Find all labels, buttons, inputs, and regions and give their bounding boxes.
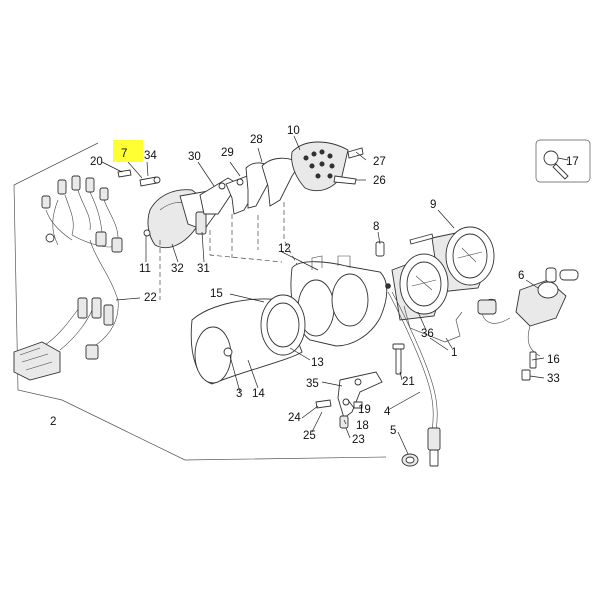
callout-11[interactable]: 11: [139, 263, 151, 275]
callout-19[interactable]: 19: [358, 404, 371, 416]
callout-23[interactable]: 23: [352, 434, 365, 446]
callout-18[interactable]: 18: [356, 420, 369, 432]
callout-28[interactable]: 28: [250, 134, 263, 146]
lower-bracket: [315, 371, 383, 429]
callout-25[interactable]: 25: [303, 430, 316, 442]
instrument-brackets: [199, 141, 364, 215]
callout-30[interactable]: 30: [188, 151, 201, 163]
callout-7[interactable]: 7: [121, 148, 127, 160]
callout-3[interactable]: 3: [236, 388, 242, 400]
callout-20[interactable]: 20: [90, 156, 103, 168]
light-switch-bracket: [143, 189, 223, 249]
instrument-panel: [290, 255, 388, 347]
callout-14[interactable]: 14: [252, 388, 265, 400]
ignition-switch: [477, 267, 579, 381]
callout-22[interactable]: 22: [144, 292, 157, 304]
highlight-7: [113, 140, 143, 162]
screw-34: [139, 176, 161, 187]
speedometer-cable: [387, 291, 441, 467]
callout-16[interactable]: 16: [547, 354, 560, 366]
callout-29[interactable]: 29: [221, 147, 234, 159]
assembly-guide-lines: [209, 202, 301, 271]
callout-32[interactable]: 32: [171, 263, 184, 275]
bolt-21: [392, 343, 405, 375]
callout-2[interactable]: 2: [50, 416, 56, 428]
callout-17[interactable]: 17: [566, 156, 579, 168]
wiring-harness: [13, 175, 123, 381]
leader-lines: [101, 135, 569, 455]
screw-8: [375, 241, 385, 257]
cable-grommet: [401, 453, 419, 467]
callout-8[interactable]: 8: [373, 221, 379, 233]
callout-26[interactable]: 26: [373, 175, 386, 187]
callout-9[interactable]: 9: [430, 199, 436, 211]
callout-6[interactable]: 6: [518, 270, 524, 282]
callout-13[interactable]: 13: [311, 357, 324, 369]
callout-24[interactable]: 24: [288, 412, 301, 424]
ignition-key-box: [535, 139, 591, 183]
callout-34[interactable]: 34: [144, 150, 157, 162]
gauge-cup-housing: [190, 294, 306, 385]
callout-36[interactable]: 36: [421, 328, 434, 340]
callout-27[interactable]: 27: [373, 156, 386, 168]
callout-5[interactable]: 5: [390, 425, 396, 437]
speedometer-gauge: [385, 253, 449, 321]
callout-10[interactable]: 10: [287, 125, 300, 137]
callout-35[interactable]: 35: [306, 378, 319, 390]
callout-15[interactable]: 15: [210, 288, 223, 300]
harness-group-bracket: [13, 142, 387, 461]
callout-21[interactable]: 21: [402, 376, 415, 388]
callout-4[interactable]: 4: [384, 406, 391, 418]
callout-33[interactable]: 33: [547, 373, 560, 385]
callout-31[interactable]: 31: [197, 263, 210, 275]
callout-1[interactable]: 1: [451, 347, 457, 359]
callout-12[interactable]: 12: [278, 243, 291, 255]
gauge-group-bracket: [403, 305, 463, 343]
